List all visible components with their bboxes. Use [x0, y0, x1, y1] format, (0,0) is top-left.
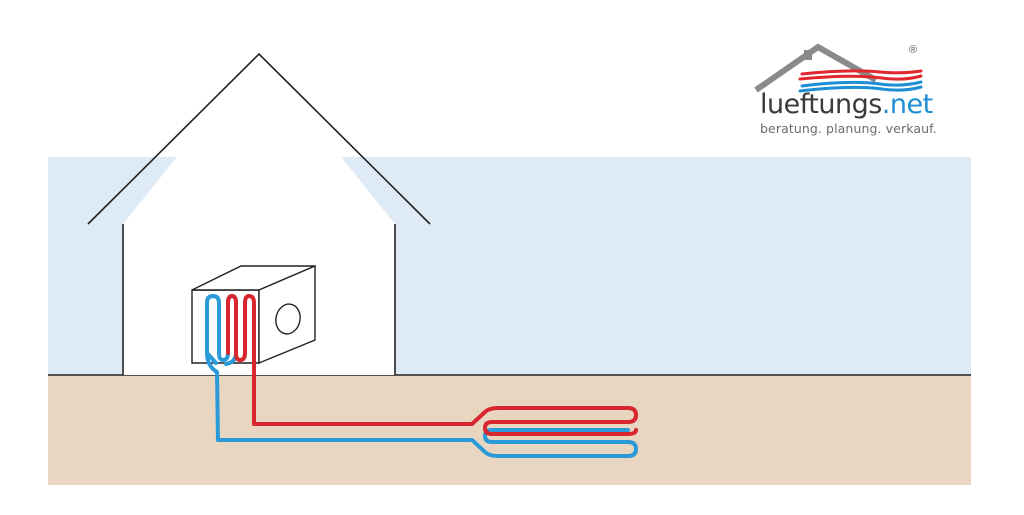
warm-pipe — [226, 294, 638, 436]
brand-tagline: beratung. planung. verkauf. — [760, 121, 937, 136]
brand-tld: .net — [881, 89, 933, 120]
registered-mark: ® — [909, 44, 918, 56]
logo-waves-icon — [798, 69, 923, 93]
house-outline-icon — [87, 52, 431, 375]
brand-name: lueftungs.net — [760, 90, 937, 120]
brand-name-main: lueftungs — [760, 89, 882, 120]
logo-text: lueftungs.net beratung. planung. verkauf… — [760, 90, 937, 137]
logo-roof-icon — [754, 43, 878, 93]
